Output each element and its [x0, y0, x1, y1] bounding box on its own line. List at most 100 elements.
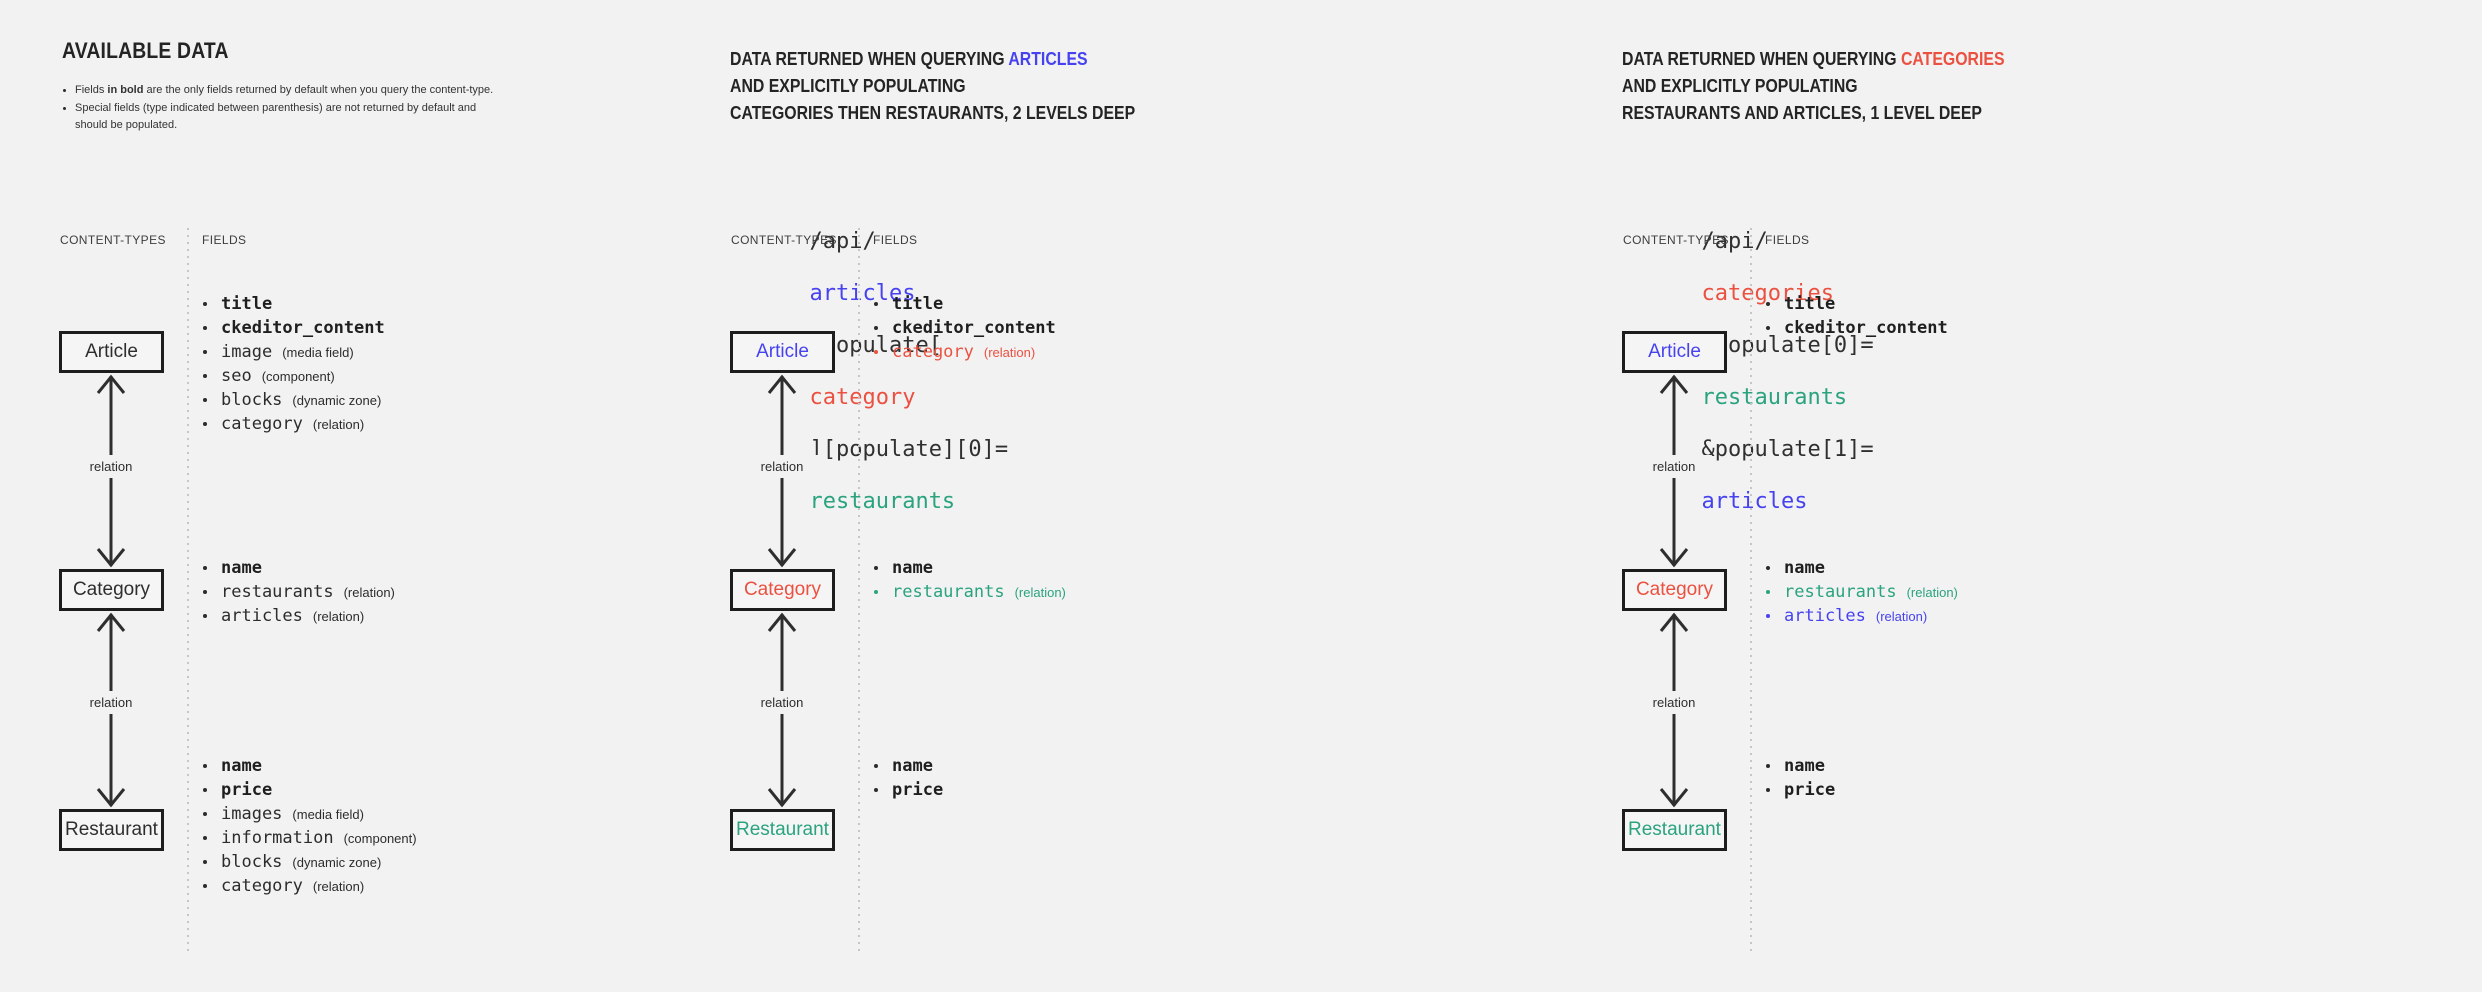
- field-type: (dynamic zone): [292, 392, 382, 408]
- bullet-icon: [1766, 614, 1770, 618]
- content-type-box-article: Article: [59, 331, 164, 373]
- field-item: restaurants(relation): [874, 580, 1066, 604]
- field-item: restaurants (relation): [1766, 580, 1958, 604]
- intro-note: Special fields (type indicated between p…: [62, 100, 505, 134]
- code-segment: ][populate][0]=: [809, 437, 1009, 462]
- field-name: articles: [1784, 606, 1866, 626]
- bullet-icon: [63, 89, 66, 92]
- field-item: ckeditor_content: [203, 316, 395, 340]
- diagram-available-data: CONTENT-TYPES FIELDS Article Category Re…: [0, 0, 640, 992]
- field-name: articles: [221, 606, 303, 626]
- bullet-icon: [1766, 590, 1770, 594]
- relation-label: relation: [74, 691, 148, 714]
- field-type: (relation): [343, 584, 395, 600]
- field-name: restaurants: [221, 582, 334, 602]
- field-item: seo(component): [203, 364, 395, 388]
- diagram-query-categories: CONTENT-TYPES FIELDS Article Category Re…: [1563, 0, 2203, 992]
- bullet-icon: [203, 374, 207, 378]
- field-item: title: [203, 292, 395, 316]
- field-type: (relation): [1014, 584, 1066, 600]
- content-type-box-article: Article: [730, 331, 835, 373]
- field-name: category: [221, 876, 303, 896]
- intro-note: Fields in bold are the only fields retur…: [62, 82, 505, 99]
- content-type-box-restaurant: Restaurant: [59, 809, 164, 851]
- note-text-bold: in bold: [107, 84, 144, 96]
- field-name: title: [221, 294, 273, 314]
- heading-line: AND EXPLICITLY POPULATING: [730, 76, 966, 96]
- heading-text: DATA RETURNED WHEN QUERYING: [730, 49, 1009, 69]
- content-type-box-restaurant: Restaurant: [1622, 809, 1727, 851]
- field-name: name: [1784, 756, 1825, 776]
- code-segment: restaurants: [1701, 385, 1848, 410]
- field-type: (relation): [312, 878, 365, 894]
- field-name: category: [221, 414, 303, 434]
- query-keyword: CATEGORIES: [1900, 49, 2005, 69]
- note-text: Fields in bold are the only fields retur…: [75, 82, 493, 99]
- field-type: (relation): [1906, 584, 1958, 600]
- heading-line: DATA RETURNED WHEN QUERYING CATEGORIES: [1622, 46, 2005, 73]
- field-name: name: [221, 558, 262, 578]
- field-name: name: [1784, 558, 1825, 578]
- field-name: information: [221, 828, 334, 848]
- field-name: price: [221, 780, 273, 800]
- bullet-icon: [1766, 326, 1770, 330]
- field-item: images(media field): [203, 802, 417, 826]
- code-segment: /api/: [809, 229, 876, 254]
- field-type: (dynamic zone): [292, 854, 382, 870]
- code-segment: restaurants: [809, 489, 956, 514]
- field-name: price: [892, 780, 944, 800]
- fields-list-restaurant: name price: [874, 754, 953, 802]
- bullet-icon: [203, 812, 207, 816]
- bullet-icon: [203, 302, 207, 306]
- bullet-icon: [63, 107, 66, 110]
- field-item: name: [203, 754, 417, 778]
- field-type: (media field): [292, 806, 364, 822]
- bullet-icon: [203, 860, 207, 864]
- intro-section: AVAILABLE DATA Fields in bold are the on…: [62, 38, 505, 135]
- query-categories-heading: DATA RETURNED WHEN QUERYING CATEGORIES A…: [1622, 46, 2057, 127]
- content-type-box-category: Category: [59, 569, 164, 611]
- code-segment: articles: [1701, 489, 1808, 514]
- fields-label: FIELDS: [1765, 233, 1810, 247]
- code-segment: ?populate[0]=: [1701, 333, 1874, 358]
- field-name: name: [892, 756, 933, 776]
- field-item: category (relation): [203, 874, 417, 898]
- field-name: restaurants: [1784, 582, 1897, 602]
- note-text-part: are the only fields returned by default …: [143, 84, 494, 96]
- field-item: price: [203, 778, 417, 802]
- relation-label: relation: [745, 455, 819, 478]
- field-item: name: [1766, 556, 1958, 580]
- field-item: price: [1766, 778, 1845, 802]
- relation-label: relation: [1637, 455, 1711, 478]
- bullet-icon: [1766, 302, 1770, 306]
- field-item: image(media field): [203, 340, 395, 364]
- bullet-icon: [203, 614, 207, 618]
- code-segment: &populate[1]=: [1701, 437, 1874, 462]
- field-type: (relation): [983, 344, 1036, 360]
- column-divider: [187, 228, 189, 956]
- intro-title: AVAILABLE DATA: [62, 38, 229, 63]
- relation-label: relation: [74, 455, 148, 478]
- field-name: name: [892, 558, 933, 578]
- diagram-query-articles: CONTENT-TYPES FIELDS Article Category Re…: [671, 0, 1311, 992]
- field-item: category(relation): [203, 412, 395, 436]
- query-keyword: ARTICLES: [1008, 49, 1088, 69]
- field-item: name: [874, 556, 1066, 580]
- column-divider: [858, 228, 860, 956]
- field-item: ckeditor_content: [874, 316, 1066, 340]
- field-item: name: [1766, 754, 1845, 778]
- content-type-box-restaurant: Restaurant: [730, 809, 835, 851]
- bullet-icon: [203, 788, 207, 792]
- bullet-icon: [874, 326, 878, 330]
- code-segment: articles: [809, 281, 916, 306]
- field-type: (media field): [282, 344, 354, 360]
- field-item: blocks(dynamic zone): [203, 388, 395, 412]
